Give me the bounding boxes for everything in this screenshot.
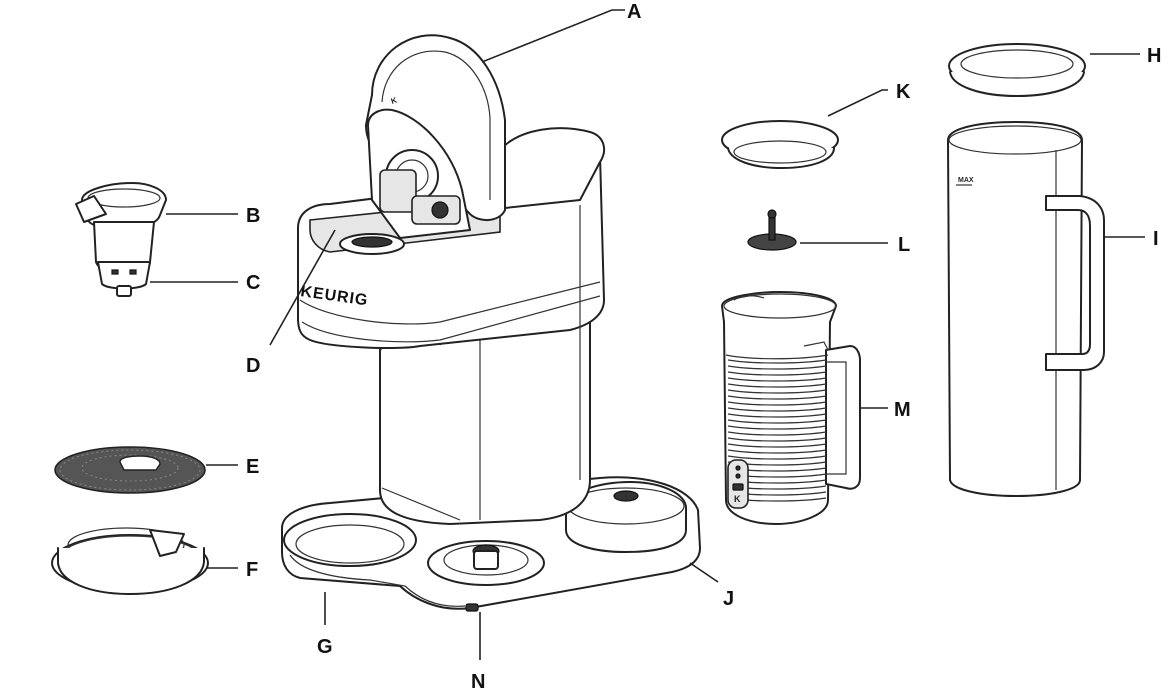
pitcher-rib-line [727, 383, 827, 388]
callout-label-h: H [1147, 45, 1161, 67]
pitcher-rib-line [727, 365, 827, 370]
leader-lines [150, 9, 1145, 660]
pitcher-rib-line [727, 431, 827, 436]
pitcher-rib-line [727, 407, 827, 412]
callout-label-e: E [246, 456, 259, 478]
pitcher-rib-line [727, 425, 827, 430]
callout-labels: A B C D E F G H I J K L M N [246, 1, 1161, 693]
pitcher-ribbing [725, 354, 829, 502]
callout-label-m: M [894, 399, 911, 421]
svg-text:K: K [734, 494, 741, 504]
callout-label-l: L [898, 234, 910, 256]
leader-line-a [481, 9, 625, 63]
pitcher-rib-line [727, 449, 827, 454]
callout-label-f: F [246, 559, 258, 581]
callout-label-i: I [1153, 228, 1159, 250]
pitcher-rib-line [727, 401, 827, 406]
callout-label-a: A [627, 1, 641, 23]
pitcher-rib-line [727, 443, 827, 448]
drip-ring-illustration [51, 527, 209, 595]
mesh-disc-illustration [54, 446, 206, 494]
pitcher-rib-line [727, 395, 827, 400]
pitcher-rib-line [727, 413, 827, 418]
callout-label-g: G [317, 636, 333, 658]
pitcher-rib-line [727, 455, 827, 460]
whisk-illustration [747, 209, 797, 251]
callout-label-b: B [246, 205, 260, 227]
callout-label-n: N [471, 671, 485, 693]
pitcher-rib-line [727, 371, 827, 376]
svg-text:K: K [390, 95, 398, 105]
callout-label-c: C [246, 272, 260, 294]
leader-line-j [689, 562, 719, 583]
brewer-illustration: KEURIG K [281, 34, 701, 612]
callout-label-j: J [723, 588, 734, 610]
callout-label-k: K [896, 81, 911, 103]
reservoir-lid-illustration [948, 43, 1086, 97]
water-reservoir-illustration: MAX [947, 121, 1105, 497]
pitcher-rib-line [727, 389, 827, 394]
pitcher-rib-line [727, 359, 827, 364]
frother-pitcher-illustration: K [721, 291, 861, 525]
leader-line-d [269, 229, 336, 346]
callout-label-d: D [246, 355, 260, 377]
svg-text:MAX: MAX [958, 177, 974, 184]
frother-lid-illustration [721, 120, 839, 169]
leader-line-k [827, 89, 888, 117]
pitcher-rib-line [727, 419, 827, 424]
pod-holder-illustration [75, 182, 167, 297]
pitcher-rib-line [727, 377, 827, 382]
pitcher-rib-line [727, 437, 827, 442]
